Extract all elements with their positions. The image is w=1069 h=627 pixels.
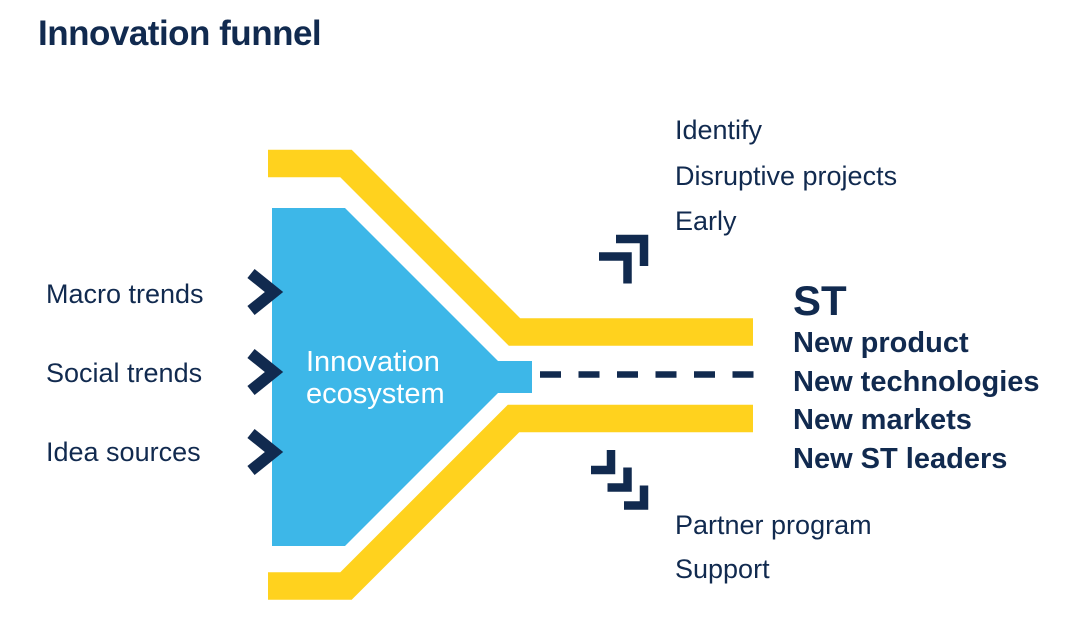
top-output-block: Identify Disruptive projects Early bbox=[675, 108, 897, 245]
bottom-output-block: Partner program Support bbox=[675, 504, 872, 591]
page-title: Innovation funnel bbox=[38, 14, 322, 53]
step-corner bbox=[591, 450, 616, 475]
steps-up-right-icon bbox=[599, 234, 649, 284]
main-output-block: New product New technologies New markets… bbox=[793, 324, 1040, 478]
steps-down-right-icon bbox=[591, 450, 649, 510]
funnel-body bbox=[272, 208, 532, 546]
step-corner bbox=[624, 485, 649, 510]
funnel-label-line1: Innovation bbox=[306, 346, 440, 378]
step-corner bbox=[607, 467, 632, 492]
chevron-right-icon bbox=[247, 429, 284, 475]
main-output-line: New technologies bbox=[793, 365, 1040, 398]
step-corner bbox=[616, 234, 649, 266]
input-label-social-trends: Social trends bbox=[46, 358, 203, 388]
bottom-output-line: Partner program bbox=[675, 510, 872, 540]
funnel-top-band bbox=[268, 149, 753, 346]
input-label-idea-sources: Idea sources bbox=[46, 437, 201, 467]
funnel-label-line2: ecosystem bbox=[306, 377, 445, 410]
main-output-line: New markets bbox=[793, 404, 972, 436]
funnel-bottom-band bbox=[268, 404, 753, 600]
main-output-heading: ST bbox=[793, 277, 847, 324]
step-corner bbox=[599, 252, 632, 284]
input-chevrons bbox=[247, 269, 284, 475]
top-output-line: Identify bbox=[675, 115, 763, 145]
bottom-output-line: Support bbox=[675, 553, 770, 584]
chevron-right-icon bbox=[247, 349, 284, 395]
input-label-macro-trends: Macro trends bbox=[46, 279, 204, 309]
funnel-label: Innovation ecosystem bbox=[306, 346, 445, 410]
chevron-right-icon bbox=[247, 269, 284, 315]
main-output-line: New ST leaders bbox=[793, 442, 1008, 475]
top-output-line: Disruptive projects bbox=[675, 160, 898, 191]
main-output-line: New product bbox=[793, 327, 969, 359]
top-output-line: Early bbox=[675, 206, 737, 236]
